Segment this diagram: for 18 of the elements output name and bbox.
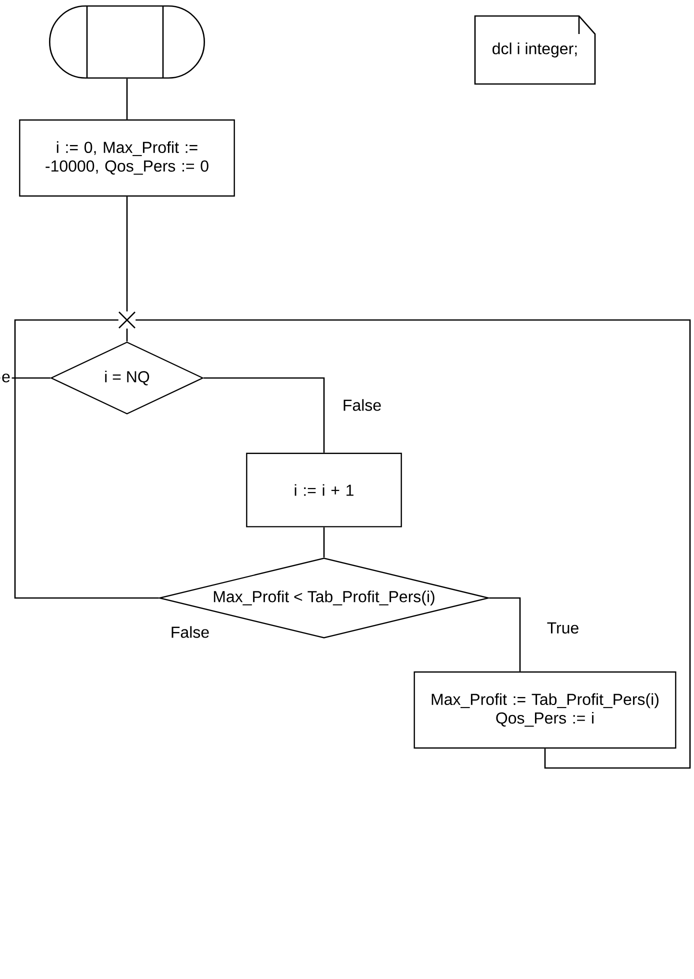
- task-box: i := i + 1: [246, 452, 402, 528]
- edge-label: False: [341, 398, 383, 412]
- junction-mark: [118, 311, 136, 329]
- edge-label: e: [0, 372, 12, 384]
- connector-line: [126, 78, 128, 120]
- connector-line: [489, 597, 521, 672]
- connector-line: [126, 328, 128, 342]
- task-box: i := 0, Max_Profit := -10000, Qos_Pers := 0: [19, 119, 235, 197]
- connector-line: [136, 319, 691, 769]
- edge-label: False: [169, 624, 211, 640]
- task-box: Max_Profit := Tab_Profit_Pers(i) Qos_Pers := i: [414, 671, 676, 749]
- connector-line: [204, 377, 325, 453]
- start-symbol: [49, 5, 205, 79]
- connector-line: [126, 196, 128, 312]
- connector-line: [323, 527, 325, 558]
- connector-line: [14, 319, 159, 599]
- edge-label: True: [546, 621, 580, 635]
- comment-note: dcl i integer;: [474, 15, 596, 85]
